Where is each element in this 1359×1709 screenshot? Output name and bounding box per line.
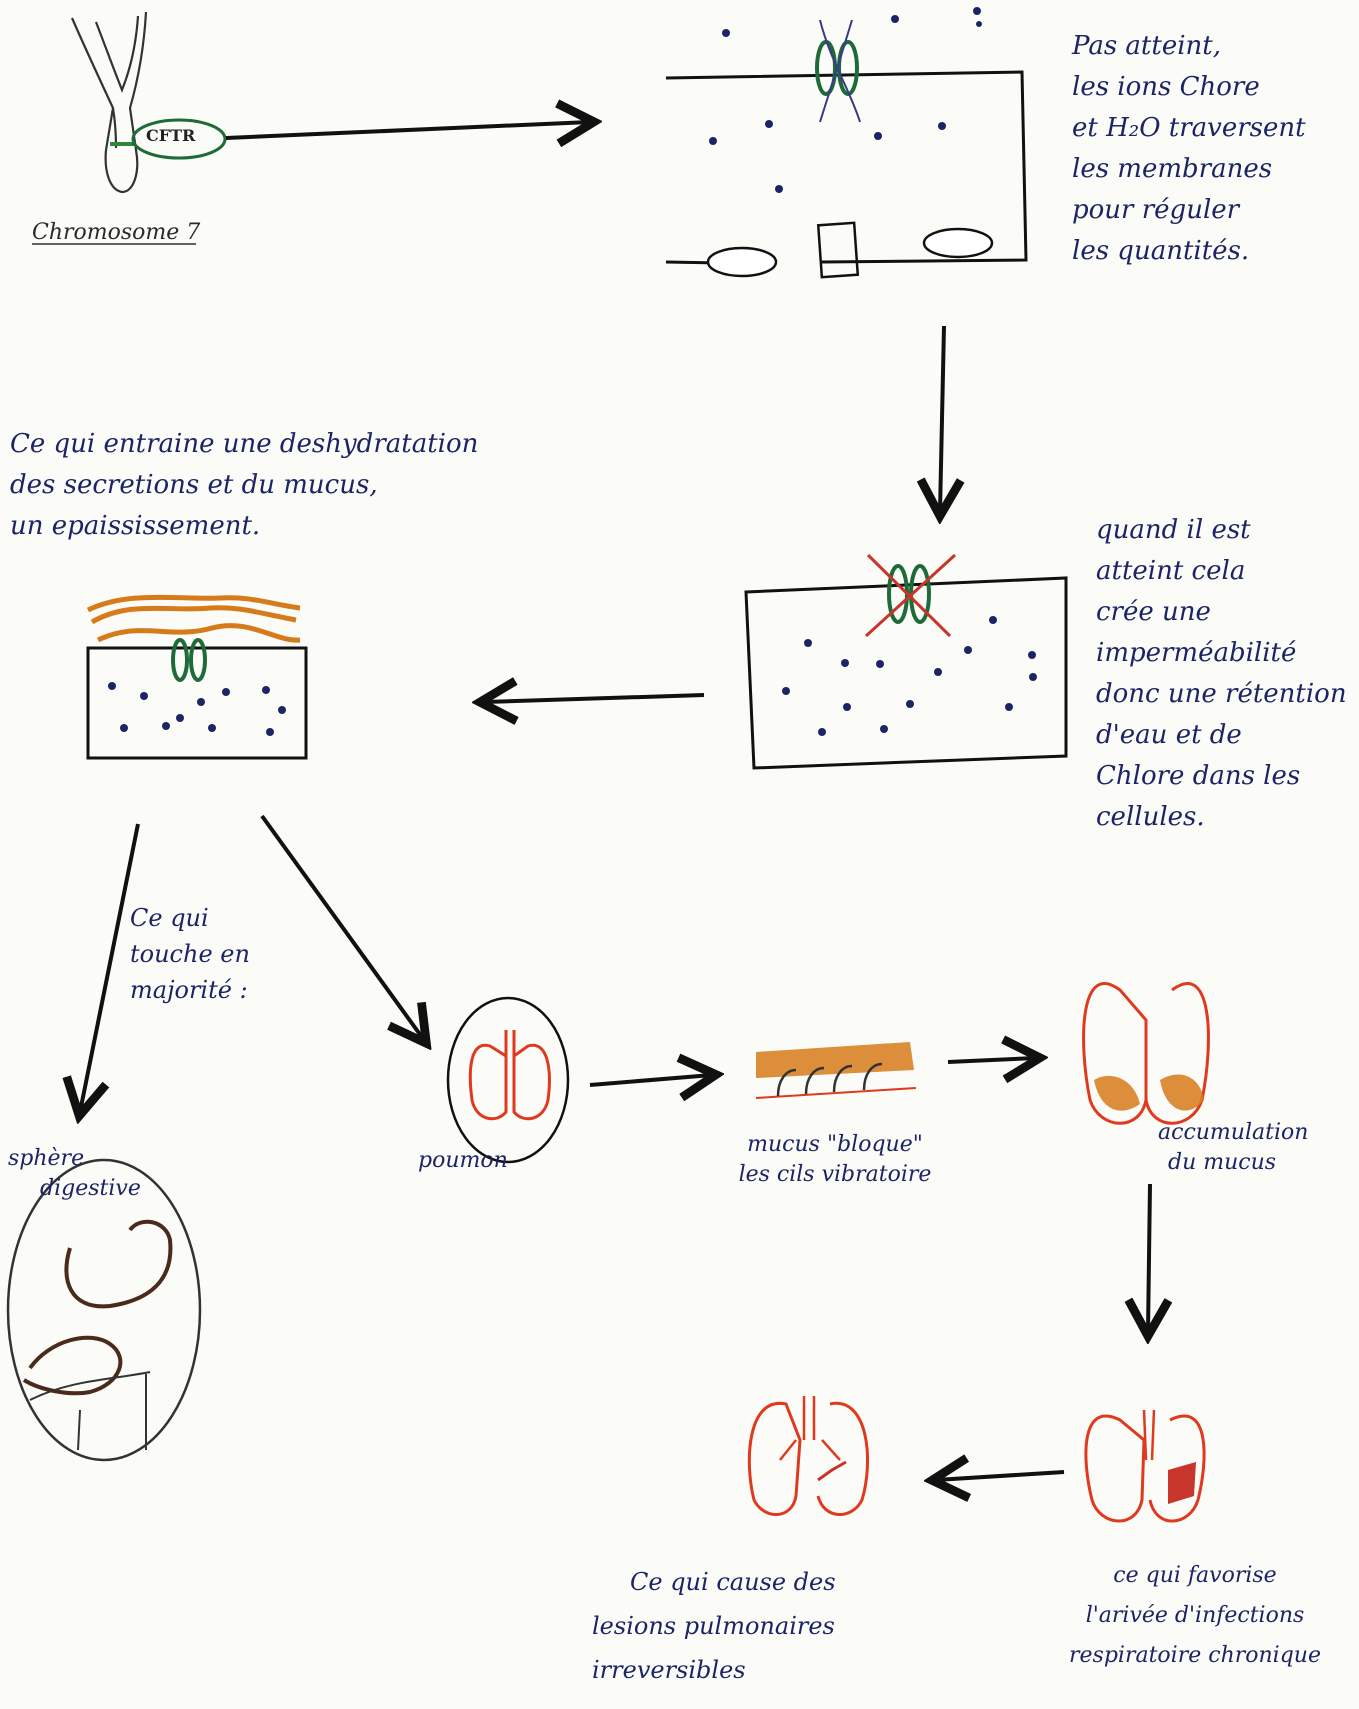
note-line: lesions pulmonaires [592, 1604, 836, 1648]
note-line: l'arivée d'infections [1040, 1596, 1350, 1636]
note-line: respiratoire chronique [1040, 1636, 1350, 1676]
note-line: cellules. [1096, 797, 1347, 838]
note-line: Pas atteint, [1072, 26, 1306, 67]
note-line: atteint cela [1096, 551, 1347, 592]
arrow-to-accumulation [948, 1058, 1036, 1062]
note-dehydration: Ce qui entraine une deshydratation des s… [10, 424, 478, 547]
note-line: les membranes [1072, 149, 1306, 190]
note-line: majorité : [130, 972, 250, 1008]
note-affected: quand il est atteint cela crée une imper… [1096, 510, 1347, 838]
chromosome-7-icon [72, 12, 146, 192]
note-line: crée une [1096, 592, 1347, 633]
poumon-label: poumon [418, 1146, 508, 1176]
lung-lesions-icon [749, 1396, 867, 1515]
note-line: irreversibles [592, 1648, 836, 1692]
note-line: d'eau et de [1096, 715, 1347, 756]
arrow-to-normal-cell [226, 122, 590, 138]
note-line: ce qui favorise [1040, 1556, 1350, 1596]
note-line: un epaississement. [10, 506, 478, 547]
note-line: sphère [8, 1144, 141, 1174]
arrow-down-to-affected-cell [940, 326, 944, 512]
sphere-digestive-label: sphère digestive [8, 1144, 141, 1204]
arrow-to-lung [262, 816, 424, 1040]
note-line: des secretions et du mucus, [10, 465, 478, 506]
note-line: pour réguler [1072, 190, 1306, 231]
note-line: digestive [8, 1174, 141, 1204]
note-line: Ce qui entraine une deshydratation [10, 424, 478, 465]
note-line: imperméabilité [1096, 633, 1347, 674]
mucus-cilia-label: mucus "bloque" les cils vibratoire [690, 1130, 980, 1190]
note-line: et H₂O traversent [1072, 108, 1306, 149]
lung-mucus-icon [1084, 983, 1209, 1123]
cftr-label: CFTR [146, 126, 195, 145]
note-line: Ce qui cause des [592, 1560, 836, 1604]
note-line: accumulation [1158, 1118, 1308, 1148]
accumulation-label: accumulation du mucus [1158, 1118, 1308, 1178]
note-line: mucus "bloque" [690, 1130, 980, 1160]
arrow-down-to-infection [1148, 1184, 1150, 1332]
mucus-layer-icon [88, 597, 300, 640]
note-line: touche en [130, 936, 250, 972]
note-line: du mucus [1158, 1148, 1308, 1178]
infections-label: ce qui favorise l'arivée d'infections re… [1040, 1556, 1350, 1676]
note-line: donc une rétention [1096, 674, 1347, 715]
note-line: Chlore dans les [1096, 756, 1347, 797]
mucus-thickened-cell [88, 597, 306, 758]
affected-cell [746, 555, 1066, 768]
note-not-affected: Pas atteint, les ions Chore et H₂O trave… [1072, 26, 1306, 272]
normal-cell [666, 7, 1026, 277]
note-line: quand il est [1096, 510, 1347, 551]
note-majority: Ce qui touche en majorité : [130, 900, 250, 1008]
arrow-left-to-lesions [936, 1472, 1064, 1480]
lung-infection-icon [1086, 1410, 1204, 1521]
red-cross-icon [866, 555, 955, 636]
lesions-label: Ce qui cause des lesions pulmonaires irr… [592, 1560, 836, 1692]
note-line: les ions Chore [1072, 67, 1306, 108]
cilia-blocked-icon [756, 1042, 916, 1098]
arrow-to-cilia [590, 1075, 712, 1085]
chromosome-label: Chromosome 7 [32, 218, 200, 248]
note-line: les quantités. [1072, 231, 1306, 272]
arrow-left-to-mucus-cell [484, 695, 704, 702]
note-line: les cils vibratoire [690, 1160, 980, 1190]
digestive-system-icon [8, 1160, 200, 1460]
note-line: Ce qui [130, 900, 250, 936]
lung-icon [448, 998, 568, 1162]
